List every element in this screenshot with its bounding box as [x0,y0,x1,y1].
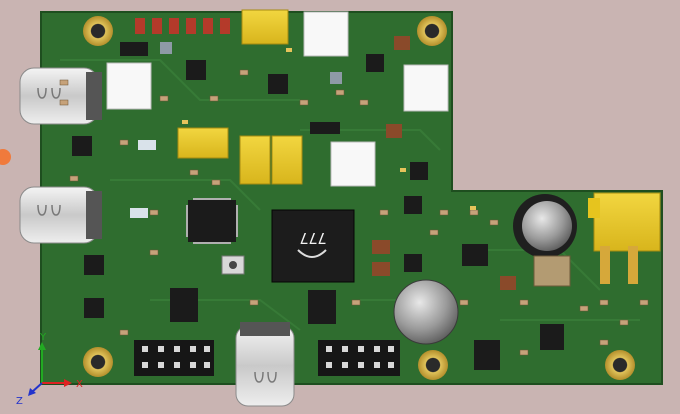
axis-z-label: Z [16,396,23,407]
mounting-hole [83,16,113,46]
axis-y-label: Y [39,332,47,343]
white-inductors [106,11,449,187]
usb-c-connector-top [19,67,102,125]
brown-capacitors [372,36,516,290]
tactile-button [221,255,245,275]
mounting-hole [417,16,447,46]
mounting-hole [418,350,448,380]
electrolytic-capacitor-top-right [513,194,577,258]
power-inductor-module: 777 [271,209,355,283]
smd-grey-parts [130,42,342,218]
pin-header-left [134,340,214,376]
mounting-holes [83,16,635,380]
usb-c-connector-middle [19,186,102,244]
brown-component [533,255,571,287]
module-marking-text: 777 [299,229,326,247]
axis-x-label: X [76,379,83,390]
ic-chips [72,42,564,370]
mounting-hole [83,347,113,377]
ic-pins [186,198,238,244]
usb-c-connector-bottom [235,322,295,407]
dc-barrel-jack [588,192,661,284]
electrolytic-capacitor-large [393,279,459,345]
smd-passives [59,69,649,356]
mounting-hole [605,350,635,380]
passive-resistors-top [135,18,230,34]
pin-header-right [318,340,400,376]
axis-indicator: Y X Z [16,332,83,407]
tantalum-capacitors [177,9,303,185]
orange-marker [0,149,11,165]
smd-yellow-caps [182,48,476,210]
